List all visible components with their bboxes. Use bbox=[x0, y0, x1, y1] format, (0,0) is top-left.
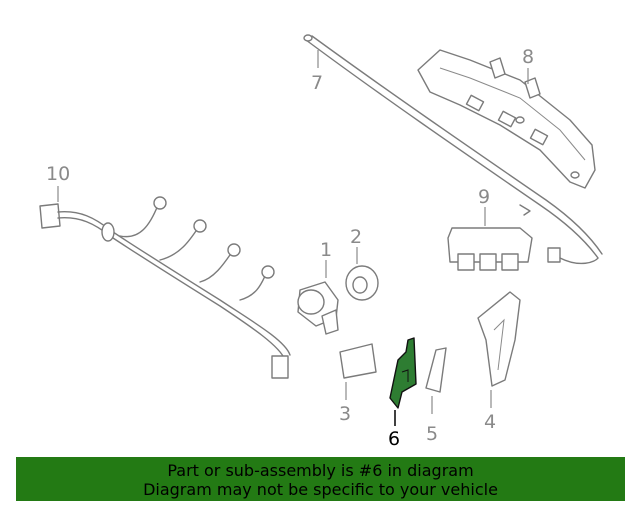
svg-text:2: 2 bbox=[350, 226, 362, 248]
callout-3[interactable]: 3 bbox=[339, 382, 351, 425]
part-6-bracket-highlighted[interactable] bbox=[389, 337, 417, 409]
callout-5[interactable]: 5 bbox=[426, 396, 438, 445]
fitment-notice-banner: Part or sub-assembly is #6 in diagram Di… bbox=[16, 457, 625, 501]
callout-1[interactable]: 1 bbox=[320, 239, 332, 278]
part-10-harness bbox=[39, 196, 291, 379]
part-7-rod bbox=[303, 34, 603, 259]
svg-text:10: 10 bbox=[46, 163, 70, 185]
svg-text:9: 9 bbox=[478, 186, 490, 208]
part-2-ring bbox=[345, 265, 379, 301]
callout-6[interactable]: 6 bbox=[388, 410, 400, 450]
callout-2[interactable]: 2 bbox=[350, 226, 362, 264]
svg-text:1: 1 bbox=[320, 239, 332, 261]
part-3-pad bbox=[339, 343, 377, 379]
svg-text:7: 7 bbox=[311, 72, 323, 94]
callout-4[interactable]: 4 bbox=[484, 390, 496, 433]
callout-9[interactable]: 9 bbox=[478, 186, 490, 226]
svg-text:5: 5 bbox=[426, 423, 438, 445]
part-5-strip bbox=[425, 347, 447, 393]
svg-text:4: 4 bbox=[484, 411, 496, 433]
svg-text:8: 8 bbox=[522, 46, 534, 68]
part-8-bracket bbox=[417, 49, 596, 189]
parts-diagram: 1 2 3 4 5 6 7 8 9 10 bbox=[39, 34, 603, 450]
part-4-bracket bbox=[477, 291, 521, 387]
banner-line-2: Diagram may not be specific to your vehi… bbox=[143, 480, 498, 499]
banner-line-1: Part or sub-assembly is #6 in diagram bbox=[167, 461, 474, 480]
callout-8[interactable]: 8 bbox=[522, 46, 534, 84]
callout-10[interactable]: 10 bbox=[46, 163, 70, 202]
part-9-module bbox=[447, 227, 599, 271]
part-1-sensor bbox=[297, 281, 339, 335]
svg-text:6: 6 bbox=[388, 428, 400, 450]
svg-text:3: 3 bbox=[339, 403, 351, 425]
callout-7[interactable]: 7 bbox=[311, 50, 323, 94]
